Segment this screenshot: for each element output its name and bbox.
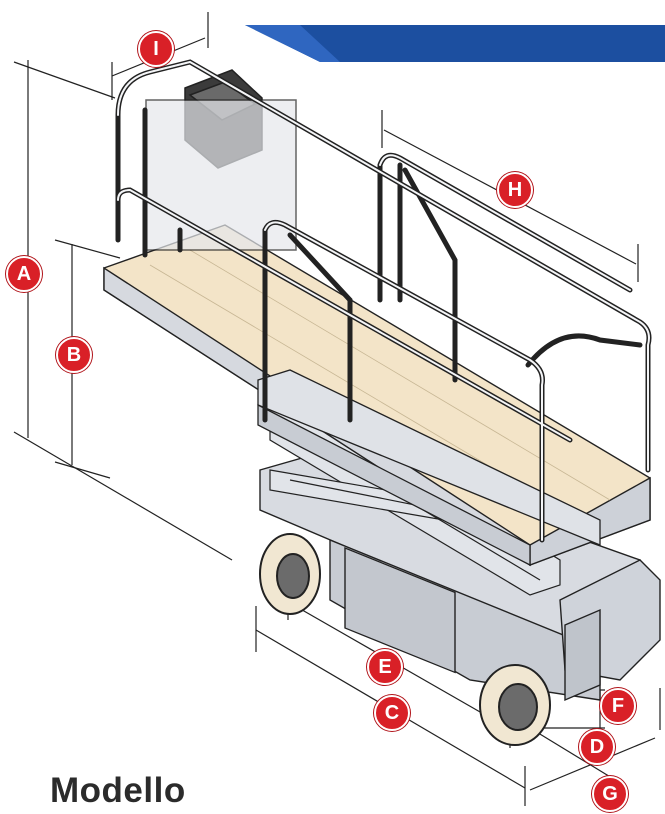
guard-rails-highlight xyxy=(117,60,650,541)
label-badge-f: F xyxy=(600,688,636,724)
model-title: Modello xyxy=(50,771,186,810)
label-badge-i: I xyxy=(138,31,174,67)
label-badge-a: A xyxy=(6,256,42,292)
blue-banner xyxy=(245,25,665,62)
wheels xyxy=(259,533,551,746)
label-badge-b: B xyxy=(56,337,92,373)
label-badge-h: H xyxy=(497,172,533,208)
extension-deck xyxy=(257,369,601,567)
label-badge-c: C xyxy=(374,695,410,731)
label-badge-d: D xyxy=(579,729,615,765)
label-badge-g: G xyxy=(592,776,628,812)
blue-banner-shade xyxy=(245,25,340,62)
label-badge-e: E xyxy=(367,649,403,685)
